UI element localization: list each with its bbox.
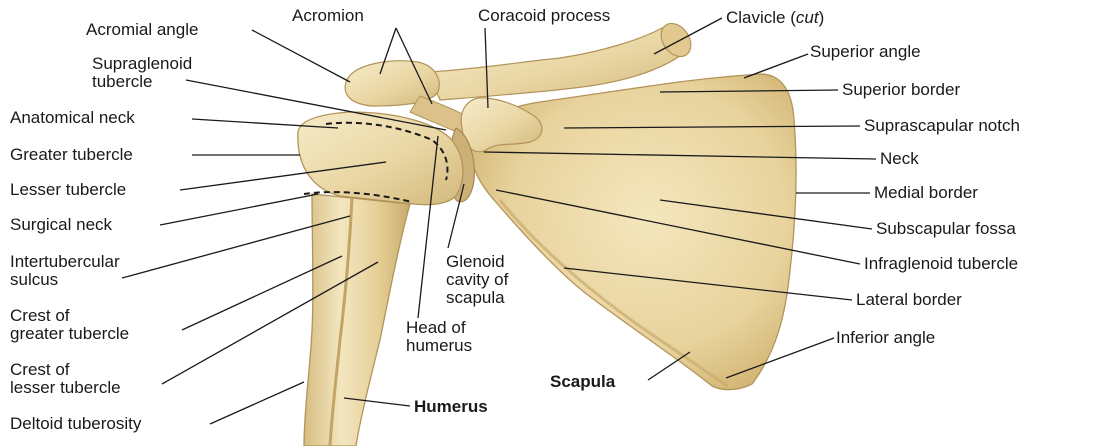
label-acromial-angle: Acromial angle <box>86 20 198 39</box>
label-glenoid-2: cavity of <box>446 270 508 289</box>
label-lesser-tubercle: Lesser tubercle <box>10 180 126 199</box>
label-subscapular-fossa: Subscapular fossa <box>876 219 1016 238</box>
label-deltoid-tuberosity: Deltoid tuberosity <box>10 414 141 433</box>
label-crest-lesser-2: lesser tubercle <box>10 378 121 397</box>
label-coracoid-process: Coracoid process <box>478 6 610 25</box>
label-lateral-border: Lateral border <box>856 290 962 309</box>
label-clavicle-text: Clavicle ( <box>726 8 796 27</box>
label-head-humerus-1: Head of <box>406 318 466 337</box>
label-inferior-angle: Inferior angle <box>836 328 935 347</box>
label-intertubercular-2: sulcus <box>10 270 58 289</box>
label-greater-tubercle: Greater tubercle <box>10 145 133 164</box>
label-medial-border: Medial border <box>874 183 978 202</box>
label-infraglenoid-tubercle: Infraglenoid tubercle <box>864 254 1018 273</box>
label-humerus: Humerus <box>414 397 488 416</box>
leader-deltoid <box>210 382 304 424</box>
humerus-shaft <box>304 194 410 446</box>
label-superior-angle: Superior angle <box>810 42 921 61</box>
label-clavicle-cut: cut <box>796 8 819 27</box>
label-clavicle-close: ) <box>819 8 825 27</box>
label-acromion: Acromion <box>292 6 364 25</box>
leader-scapula <box>648 352 690 380</box>
label-supraglenoid-1: Supraglenoid <box>92 54 192 73</box>
label-glenoid-1: Glenoid <box>446 252 505 271</box>
label-glenoid-3: scapula <box>446 288 505 307</box>
label-crest-greater-2: greater tubercle <box>10 324 129 343</box>
label-scapula: Scapula <box>550 372 615 391</box>
leader-surgical-neck <box>160 194 318 225</box>
label-suprascapular-notch: Suprascapular notch <box>864 116 1020 135</box>
label-superior-border: Superior border <box>842 80 960 99</box>
label-crest-greater-1: Crest of <box>10 306 70 325</box>
label-surgical-neck: Surgical neck <box>10 215 112 234</box>
label-crest-lesser-1: Crest of <box>10 360 70 379</box>
label-anatomical-neck: Anatomical neck <box>10 108 135 127</box>
label-supraglenoid-2: tubercle <box>92 72 152 91</box>
leader-superior-angle <box>744 54 808 78</box>
label-head-humerus-2: humerus <box>406 336 472 355</box>
label-clavicle: Clavicle (cut) <box>726 8 824 27</box>
leader-acromial-angle <box>252 30 350 82</box>
label-neck: Neck <box>880 149 919 168</box>
label-intertubercular-1: Intertubercular <box>10 252 120 271</box>
